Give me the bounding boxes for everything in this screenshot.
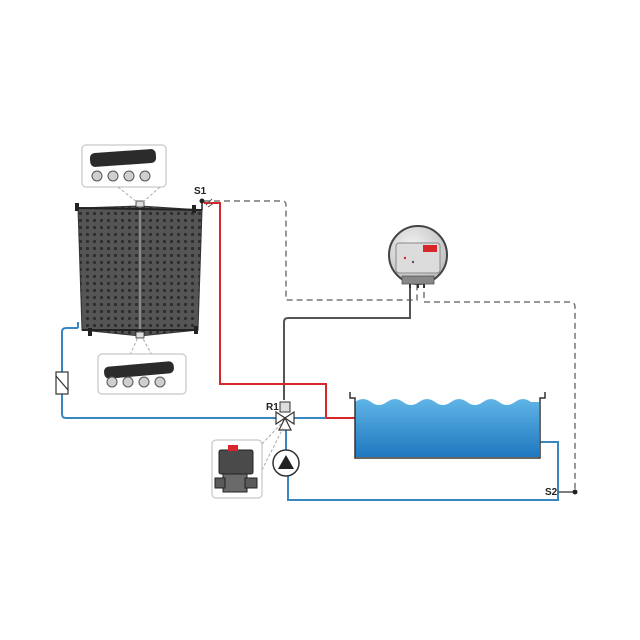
controller-icon xyxy=(388,225,448,288)
hot-pipe xyxy=(204,202,355,419)
motorized-valve-icon xyxy=(211,423,284,499)
sensor-s1-icon xyxy=(199,198,215,210)
valve-r1-label: R1 xyxy=(266,402,279,413)
pump-icon xyxy=(272,449,300,477)
control-wire xyxy=(283,285,411,400)
cold-pipe-pool-outlet xyxy=(287,441,559,501)
sensor-s2-label: S2 xyxy=(545,487,558,498)
flow-meter-icon xyxy=(55,371,69,395)
sensor-wire-s2 xyxy=(423,282,576,492)
hose-clamp-kit-icon-bottom xyxy=(97,336,187,395)
sensor-wires xyxy=(204,200,576,492)
sensor-wire-s1 xyxy=(204,200,418,301)
solar-collector-icon xyxy=(75,200,203,339)
pool-icon xyxy=(349,392,546,459)
hose-clamp-kit-icon xyxy=(81,144,167,204)
sensor-s1-label: S1 xyxy=(194,186,207,197)
sensor-s2-icon xyxy=(558,489,578,495)
three-way-valve-icon xyxy=(275,401,295,431)
